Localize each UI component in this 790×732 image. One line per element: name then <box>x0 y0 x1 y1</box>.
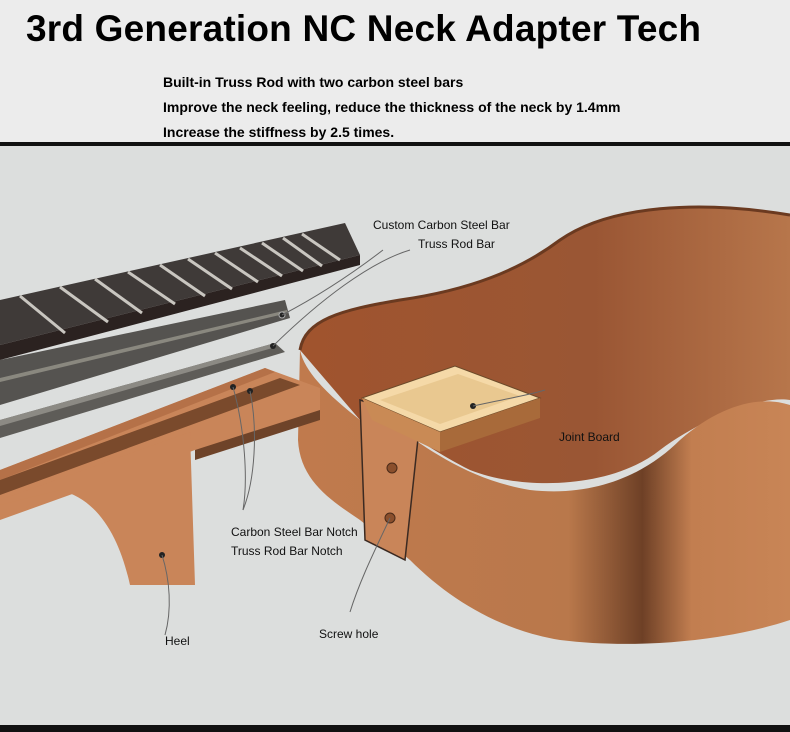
feature-item: Improve the neck feeling, reduce the thi… <box>163 99 621 115</box>
neck-adapter-illustration <box>0 205 790 644</box>
label-custom-carbon-steel-bar: Custom Carbon Steel Bar <box>373 218 510 232</box>
fretboard <box>0 223 360 360</box>
divider-bottom <box>0 725 790 732</box>
label-joint-board: Joint Board <box>559 430 620 444</box>
divider-top <box>0 142 790 146</box>
label-screw-hole: Screw hole <box>319 627 379 641</box>
feature-item: Built-in Truss Rod with two carbon steel… <box>163 74 464 90</box>
label-truss-rod-bar-notch: Truss Rod Bar Notch <box>231 544 343 558</box>
guitar-body <box>298 205 790 644</box>
header: 3rd Generation NC Neck Adapter Tech Buil… <box>0 0 790 142</box>
label-carbon-steel-bar-notch: Carbon Steel Bar Notch <box>231 525 358 539</box>
feature-list: Built-in Truss Rod with two carbon steel… <box>163 70 620 145</box>
label-truss-rod-bar: Truss Rod Bar <box>418 237 495 251</box>
neck <box>0 368 320 585</box>
leader-lines <box>161 249 546 636</box>
feature-item: Increase the stiffness by 2.5 times. <box>163 124 395 140</box>
page-title: 3rd Generation NC Neck Adapter Tech <box>26 8 702 49</box>
label-heel: Heel <box>165 634 190 648</box>
joint-board <box>360 365 542 452</box>
